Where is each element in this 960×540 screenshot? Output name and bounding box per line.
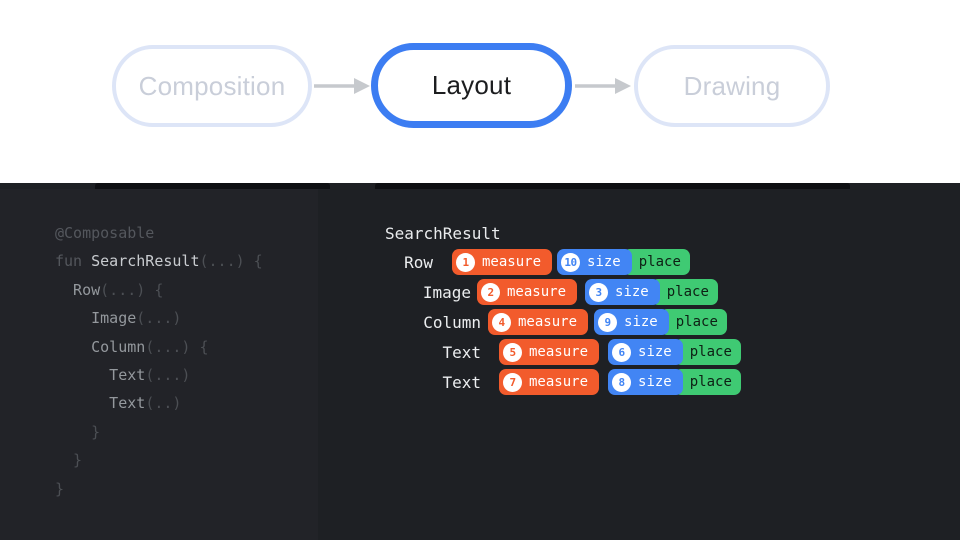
place-badge: place <box>659 309 727 335</box>
place-label: place <box>666 284 709 300</box>
measure-badge: 1 measure <box>452 249 553 275</box>
code-token: (...) <box>136 309 182 328</box>
place-label: place <box>689 374 732 390</box>
code-token: } <box>55 451 83 470</box>
code-token: Row <box>55 280 101 299</box>
code-token: @Composable <box>55 224 155 242</box>
place-badge: place <box>622 249 690 275</box>
measure-order-number: 1 <box>456 252 475 272</box>
place-badge: place <box>673 369 741 395</box>
code-line: fun SearchResult(...) { <box>55 247 263 275</box>
measure-label: measure <box>518 314 578 330</box>
place-label: place <box>638 254 681 270</box>
card-top-edge <box>375 183 850 189</box>
code-line: } <box>55 418 263 446</box>
node-label: Row <box>404 252 433 272</box>
code-panel <box>0 189 318 540</box>
tree-row-image: Image 2 measure 3 size place <box>385 279 718 305</box>
size-order-number: 10 <box>561 252 581 272</box>
phase-pill-drawing: Drawing <box>634 45 830 127</box>
size-label: size <box>624 314 658 330</box>
size-place-group: 3 size place <box>585 279 718 305</box>
measure-badge: 7 measure <box>499 369 600 395</box>
measure-label: measure <box>482 254 542 270</box>
code-line: Text(..) <box>55 389 263 417</box>
size-badge: 6 size <box>608 339 683 365</box>
measure-badge: 5 measure <box>499 339 600 365</box>
code-token: (...) { <box>100 280 164 299</box>
code-token: Image <box>55 309 137 328</box>
measure-order-number: 4 <box>492 312 511 332</box>
code-token: (...) <box>145 366 191 385</box>
code-token: fun <box>55 252 92 271</box>
node-label: Image <box>422 282 471 302</box>
phase-pill-composition: Composition <box>112 45 312 127</box>
measure-badge: 4 measure <box>488 309 589 335</box>
code-token: } <box>55 422 101 441</box>
code-line: } <box>55 446 263 474</box>
tree-row-text-1: Text 5 measure 6 size place <box>385 339 741 365</box>
code-line: Image(...) <box>55 304 263 332</box>
code-token: Text <box>55 394 146 413</box>
tree-row-text-2: Text 7 measure 8 size place <box>385 369 741 395</box>
size-badge: 8 size <box>608 369 683 395</box>
phase-label-composition: Composition <box>138 70 286 101</box>
arrow-right-icon <box>314 78 370 94</box>
size-badge: 10 size <box>557 249 632 275</box>
code-token: Column <box>55 337 146 356</box>
size-badge: 3 size <box>585 279 660 305</box>
measure-label: measure <box>529 344 589 360</box>
code-line: Row(...) { <box>55 276 263 304</box>
code-line: Text(...) <box>55 361 263 389</box>
code-token: (..) <box>145 394 182 413</box>
size-place-group: 6 size place <box>608 339 741 365</box>
code-line: @Composable <box>55 219 263 247</box>
size-place-group: 10 size place <box>557 249 690 275</box>
size-place-group: 9 size place <box>594 309 727 335</box>
phase-pill-layout: Layout <box>371 43 572 128</box>
tree-row-column: Column 4 measure 9 size place <box>385 309 727 335</box>
size-order-number: 9 <box>598 312 618 332</box>
node-label: Column <box>423 312 481 332</box>
place-badge: place <box>673 339 741 365</box>
place-label: place <box>675 314 718 330</box>
code-line: Column(...) { <box>55 333 263 361</box>
measure-label: measure <box>507 284 567 300</box>
code-token: } <box>55 479 65 498</box>
size-label: size <box>638 374 672 390</box>
code-token: SearchResult <box>91 252 200 271</box>
code-token: (...) { <box>199 252 263 271</box>
phase-label-layout: Layout <box>431 70 512 100</box>
tree-root-label: SearchResult <box>385 224 501 243</box>
measure-order-number: 7 <box>503 372 522 392</box>
place-label: place <box>689 344 732 360</box>
code-token: Text <box>55 366 146 385</box>
layout-tree: SearchResult Row 1 measure 10 size place… <box>385 224 945 524</box>
size-badge: 9 size <box>594 309 669 335</box>
size-label: size <box>638 344 672 360</box>
size-label: size <box>587 254 621 270</box>
size-label: size <box>615 284 649 300</box>
arrow-right-icon <box>575 78 631 94</box>
size-order-number: 8 <box>612 372 632 392</box>
size-order-number: 6 <box>612 342 632 362</box>
size-place-group: 8 size place <box>608 369 741 395</box>
measure-label: measure <box>529 374 589 390</box>
measure-order-number: 5 <box>503 342 522 362</box>
place-badge: place <box>650 279 718 305</box>
measure-badge: 2 measure <box>477 279 578 305</box>
phase-label-drawing: Drawing <box>683 70 781 101</box>
node-label: Text <box>442 372 481 392</box>
node-label: Text <box>442 342 481 362</box>
code-token: (...) { <box>145 337 209 356</box>
card-top-edge <box>95 183 330 189</box>
size-order-number: 3 <box>589 282 609 302</box>
measure-order-number: 2 <box>481 282 500 302</box>
tree-row-row: Row 1 measure 10 size place <box>385 249 690 275</box>
code-line: } <box>55 475 263 503</box>
